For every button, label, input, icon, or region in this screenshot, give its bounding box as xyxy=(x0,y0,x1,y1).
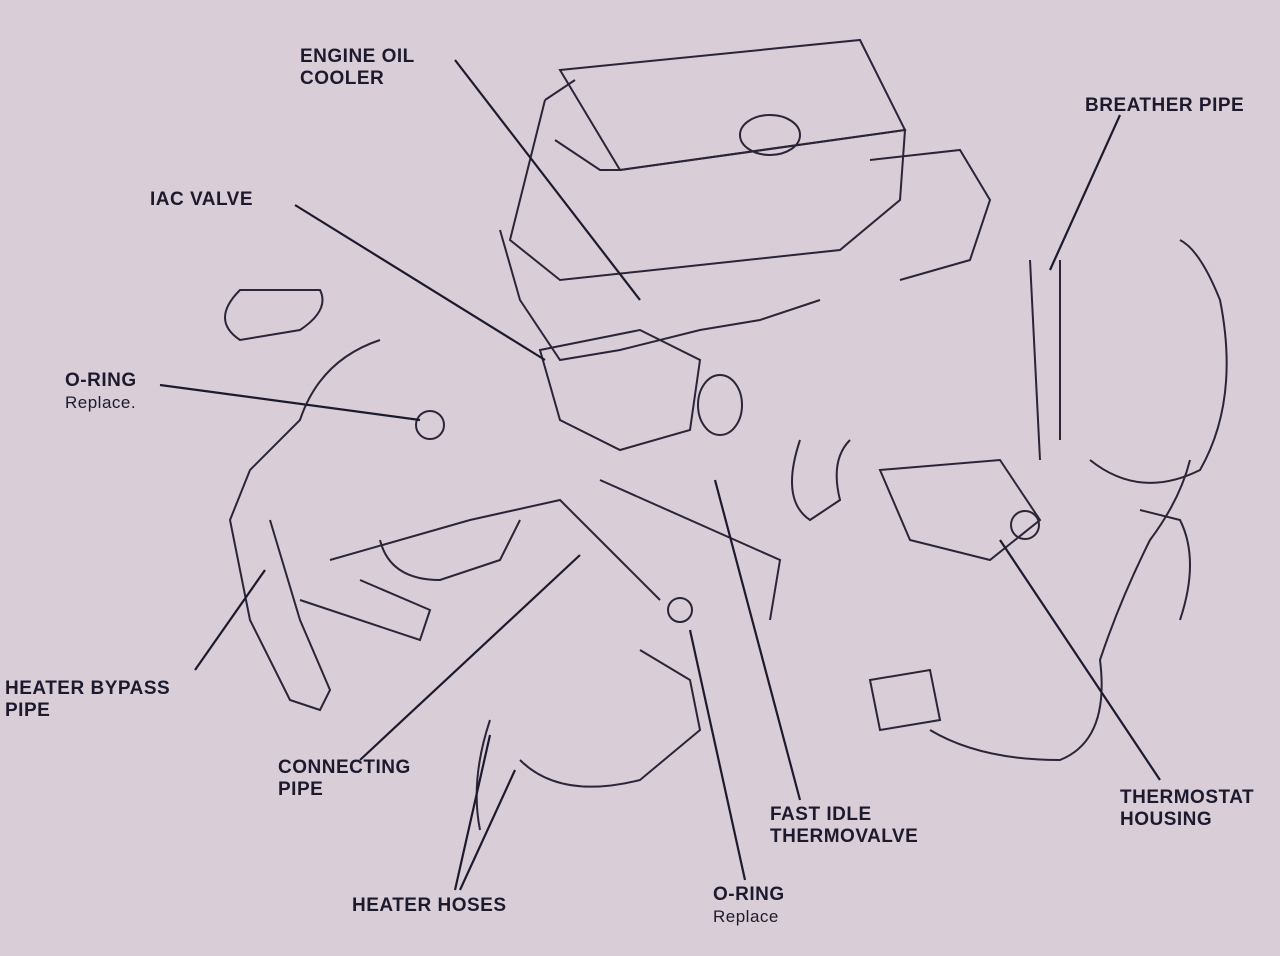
leader-lines xyxy=(159,59,1161,891)
label-line: PIPE xyxy=(5,700,51,721)
label-line: THERMOSTAT xyxy=(1120,787,1255,808)
label-line: ENGINE OIL xyxy=(300,46,415,67)
label-iac-valve: IAC VALVE xyxy=(150,189,254,210)
label-engine-oil-cooler: ENGINE OIL COOLER xyxy=(300,46,415,90)
label-o-ring-left: O-RING Replace. xyxy=(65,370,137,414)
label-connecting-pipe: CONNECTING PIPE xyxy=(278,757,411,801)
label-line: O-RING xyxy=(65,370,137,391)
label-o-ring-bottom: O-RING Replace xyxy=(713,884,785,928)
label-heater-hoses: HEATER HOSES xyxy=(352,895,507,916)
label-breather-pipe: BREATHER PIPE xyxy=(1085,95,1245,116)
label-note: Replace. xyxy=(65,393,137,412)
label-line: HEATER BYPASS xyxy=(5,678,171,699)
label-note: Replace xyxy=(713,907,779,926)
label-line: O-RING xyxy=(713,884,785,905)
label-heater-bypass-pipe: HEATER BYPASS PIPE xyxy=(5,678,170,722)
label-line: FAST IDLE xyxy=(770,804,872,825)
label-line: HOUSING xyxy=(1120,809,1213,830)
label-line: PIPE xyxy=(278,779,324,800)
label-thermostat-housing: THERMOSTAT HOUSING xyxy=(1120,787,1254,831)
label-fast-idle-thermovalve: FAST IDLE THERMOVALVE xyxy=(770,804,918,848)
engine-block-drawing xyxy=(224,38,1228,831)
label-line: COOLER xyxy=(300,68,385,89)
label-line: CONNECTING xyxy=(278,757,411,778)
label-line: THERMOVALVE xyxy=(770,826,919,847)
